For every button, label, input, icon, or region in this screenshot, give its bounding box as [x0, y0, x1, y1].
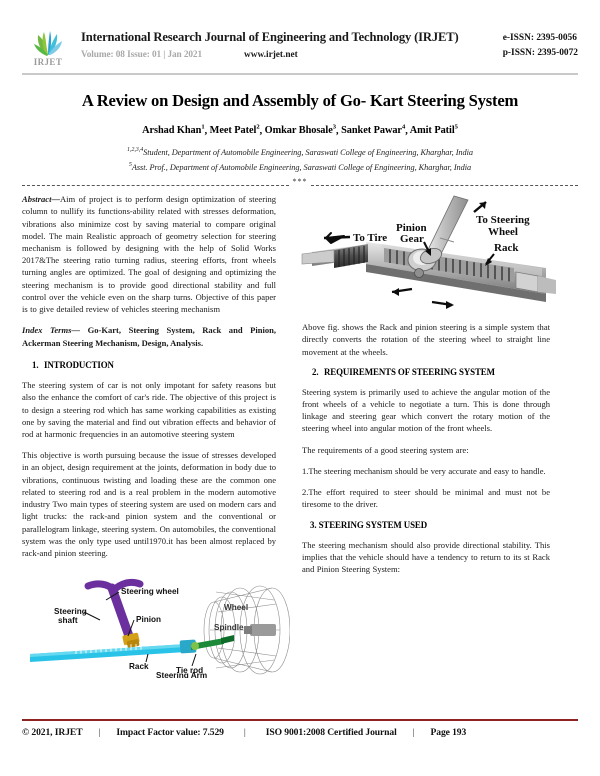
section-number: 1.	[32, 360, 39, 371]
label-pinion: Pinion	[136, 615, 161, 624]
journal-title: International Research Journal of Engine…	[81, 30, 459, 44]
footer-certification: ISO 9001:2008 Certified Journal	[265, 727, 397, 738]
affiliation-block: 1,2,3,4Student, Department of Automobile…	[22, 146, 578, 174]
affiliation-line: 1,2,3,4Student, Department of Automobile…	[127, 147, 473, 158]
wheel-wireframe-icon	[203, 585, 290, 675]
author-entry: Amit Patil5	[409, 124, 458, 137]
direction-arrows-icon	[323, 201, 495, 310]
steering-shaft-icon	[84, 579, 144, 641]
abstract-label: Abstract	[22, 194, 52, 205]
masthead-center: International Research Journal of Engine…	[74, 30, 495, 60]
abstract-paragraph: Abstract—Aim of project is to perform de…	[22, 194, 276, 315]
index-terms: Index Terms— Go-Kart, Steering System, R…	[22, 324, 276, 349]
journal-website-link[interactable]: www.irjet.net	[244, 50, 298, 60]
label-to-steering-wheel-1: To Steering	[476, 214, 530, 226]
label-tie-rod: Tie rod	[176, 666, 203, 675]
footer-separator: |	[98, 727, 101, 738]
author-entry: Meet Patel2	[209, 124, 260, 137]
section-separator: ***	[22, 177, 578, 191]
journal-masthead: IRJET International Research Journal of …	[22, 0, 578, 67]
footer-page-number: Page 193	[430, 727, 467, 738]
two-column-body: Abstract—Aim of project is to perform de…	[22, 193, 578, 679]
affiliation-line: 5Asst. Prof., Department of Automobile E…	[128, 161, 472, 172]
section-number: 2.	[312, 366, 319, 377]
label-to-steering-wheel-2: Wheel	[488, 226, 518, 238]
paragraph-above-figure: Above fig. shows the Rack and pinion ste…	[302, 322, 550, 357]
issn-block: e-ISSN: 2395-0056 p-ISSN: 2395-0072	[495, 30, 578, 61]
paper-title: A Review on Design and Assembly of Go- K…	[81, 91, 519, 110]
label-wheel: Wheel	[224, 603, 248, 612]
footer-impact-factor: Impact Factor value: 7.529	[116, 727, 224, 738]
author-entry: Omkar Bhosale3	[264, 124, 336, 137]
section-heading-requirements: 2. REQUIREMENTS OF STEERING SYSTEM	[302, 367, 550, 377]
abstract-text: Aim of project is to perform design opti…	[22, 194, 276, 315]
label-steering-arm: Steering Arm	[156, 671, 207, 678]
rack-end-cap-icon	[515, 271, 556, 295]
separator-stars: ***	[289, 177, 311, 187]
steering-system-paragraph: The steering mechanism should also provi…	[302, 539, 550, 575]
index-terms-label: Index Terms—	[22, 325, 81, 336]
left-tie-rod-icon	[301, 249, 335, 265]
author-list: Arshad Khan1, Meet Patel2, Omkar Bhosale…	[142, 124, 458, 137]
footer-divider	[22, 718, 578, 721]
footer-separator: |	[243, 727, 246, 738]
logo-wordmark: IRJET	[33, 57, 63, 67]
rack-icon	[30, 639, 197, 663]
bellows-boot-icon	[334, 244, 368, 269]
label-steering-wheel: Steering wheel	[121, 587, 179, 596]
section-heading-introduction: 1. INTRODUCTION	[22, 360, 276, 370]
volume-issue-date: Volume: 08 Issue: 01 | Jan 2021	[81, 50, 203, 60]
masthead-divider	[22, 73, 578, 75]
journal-logo: IRJET	[22, 30, 74, 67]
irjet-fan-logo-icon	[34, 31, 62, 56]
intro-paragraph-2: This objective is worth pursuing because…	[22, 450, 276, 558]
section-title: REQUIREMENTS OF STEERING SYSTEM	[324, 366, 495, 377]
intro-paragraph-1: The steering system of car is not only i…	[22, 380, 276, 440]
requirement-item-1: 1.The steering mechanism should be very …	[302, 465, 546, 476]
label-pinion-gear-2: Gear	[400, 233, 424, 245]
footer-copyright: © 2021, IRJET	[22, 727, 83, 738]
requirement-item-2: 2.The effort required to steer should be…	[302, 487, 550, 510]
requirements-intro: The requirements of a good steering syst…	[302, 444, 469, 455]
p-issn: p-ISSN: 2395-0072	[502, 48, 578, 59]
label-steering-shaft-1: Steering	[54, 607, 87, 616]
rack-and-pinion-steering-diagram: To Tire Pinion Gear To Steering Wheel Ra…	[298, 194, 566, 313]
page-footer: © 2021, IRJET | Impact Factor value: 7.5…	[22, 718, 578, 738]
author-entry: Sanket Pawar4	[341, 124, 406, 137]
label-spindle: Spindle	[214, 623, 244, 632]
e-issn: e-ISSN: 2395-0056	[502, 33, 577, 43]
tie-rod-icon	[191, 635, 234, 651]
label-rack: Rack	[129, 662, 149, 671]
right-column: To Tire Pinion Gear To Steering Wheel Ra…	[286, 193, 566, 678]
section-heading-steering-system-used: 3. STEERING SYSTEM USED	[310, 519, 428, 530]
steering-linkage-diagram: Steering wheel Steering shaft Pinion Rac…	[28, 568, 290, 679]
section-title: INTRODUCTION	[44, 360, 114, 371]
label-rack: Rack	[494, 242, 519, 254]
label-pinion-gear-1: Pinion	[396, 222, 427, 234]
label-steering-shaft-2: shaft	[58, 616, 78, 625]
label-to-tire: To Tire	[353, 232, 387, 244]
index-terms-text: Go-Kart, Steering System, Rack and Pinio…	[22, 325, 276, 348]
requirements-paragraph-1: Steering system is primarily used to ach…	[302, 386, 550, 434]
left-column: Abstract—Aim of project is to perform de…	[22, 193, 290, 679]
footer-separator: |	[412, 727, 415, 738]
author-entry: Arshad Khan1	[142, 124, 205, 137]
wheel-hub-icon	[244, 624, 276, 637]
